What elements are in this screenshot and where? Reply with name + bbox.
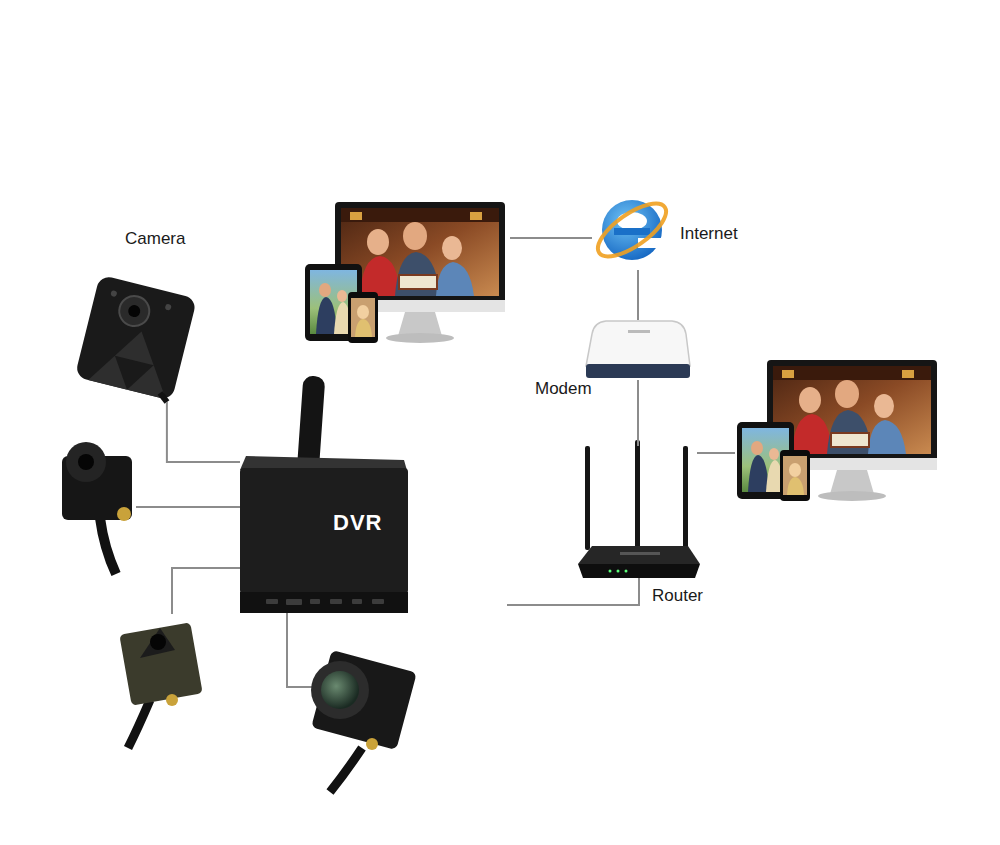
node-label: Camera [125,229,235,249]
camera-board [166,694,178,706]
camera-square [127,304,142,319]
camera-pinhole [117,507,131,521]
camera-square [75,275,197,401]
camera-pinhole [62,442,132,574]
wires [510,237,592,239]
wires [287,613,312,687]
router-icon [620,552,660,555]
node-label: Router [652,586,774,606]
dvr-device [240,375,408,613]
router-icon [625,570,628,573]
dvr-box: DVR [240,454,507,613]
camera-wide [321,671,359,709]
connector-line [167,402,240,462]
internet-node: Internet [596,192,674,270]
router-node: Router [578,440,700,578]
camera-node: Camera [80,275,190,402]
camera-wide [366,738,378,750]
dvr-device [310,599,320,604]
camera-wide [330,748,362,792]
camera-board [119,622,202,748]
camera-board [119,622,202,705]
router-icon [578,564,700,578]
node-label: Modem [535,379,639,399]
camera-cable [160,393,167,402]
internet-icon [614,228,650,235]
camera-pinhole [100,518,116,574]
camera-square [115,327,161,366]
router-icon [635,440,640,548]
connector-line [637,380,639,446]
dvr-device [330,599,342,604]
router-icon [585,446,590,550]
node-label: Internet [680,224,758,244]
internet-icon [590,194,674,266]
camera-pinhole [78,454,94,470]
camera-square [165,304,172,311]
router-icon [578,440,700,578]
dvr-device [372,599,384,604]
wires [697,452,735,454]
dvr-device [266,599,278,604]
node-label: DVR [333,510,600,536]
camera-board [140,628,175,658]
camera-wide [311,650,417,750]
dvr-device [240,592,408,613]
camera-square [110,290,117,297]
router-icon [683,446,688,550]
monitor-set-top [305,202,505,343]
router-icon [578,546,700,564]
router-icon [617,570,620,573]
camera-square [75,275,197,401]
dvr-device [286,599,302,605]
camera-square [116,293,152,329]
camera-pinhole [66,442,106,482]
camera-wide [311,650,417,792]
router-icon [609,570,612,573]
connector-line [637,270,639,320]
internet-icon [590,194,674,266]
wires [136,238,735,687]
camera-board [150,634,166,650]
camera-board [128,700,150,748]
camera-square [127,361,173,400]
modem-icon [586,364,690,378]
modem-icon [628,330,650,333]
internet-icon [617,212,647,230]
modem-icon [586,321,690,378]
modem-node: Modem [586,320,690,380]
wires [172,568,240,614]
monitor-set-top [305,202,505,343]
modem-icon [586,321,690,366]
connector-line [507,578,639,605]
monitor-set-right [737,360,937,501]
camera-wide [311,661,369,719]
monitor-set-right [737,360,937,501]
dvr-device [240,468,408,594]
wires [136,506,240,508]
dvr-device [352,599,362,604]
